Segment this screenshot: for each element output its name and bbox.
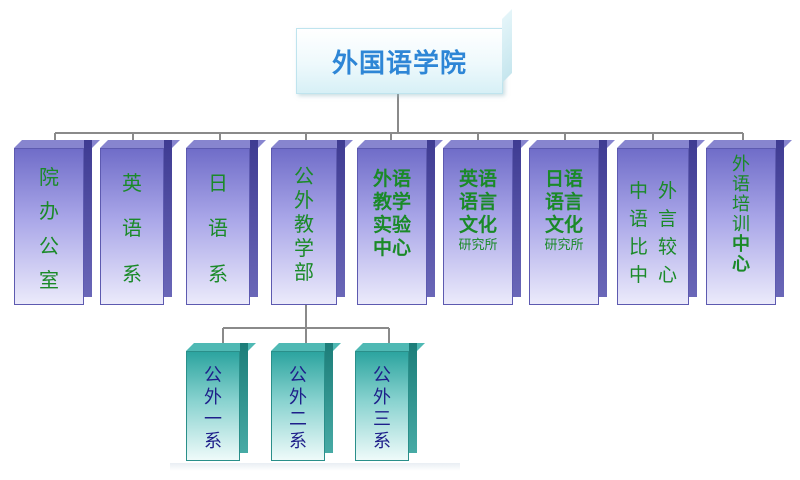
shadow-floor <box>170 463 460 471</box>
root-label: 外国语学院 <box>331 48 467 79</box>
dept-text: 教学 <box>372 191 411 213</box>
dept-text: 文化 <box>458 214 497 236</box>
dept-text: 外语 <box>372 168 411 190</box>
dept-text: 研究所 <box>544 238 584 253</box>
dept-text: 语言 <box>458 191 497 213</box>
dept-text: 英 <box>122 170 142 195</box>
dept-text: 中 <box>628 264 648 286</box>
sub-dept-text: 一 <box>204 409 222 430</box>
dept-text: 院 <box>39 165 59 190</box>
dept-text: 心 <box>732 254 750 275</box>
dept-text: 中 <box>732 234 750 255</box>
dept-comparative-center: 中 语 比 中 外 言 较 心 <box>617 140 697 305</box>
dept-text: 外 <box>294 188 314 212</box>
dept-text: 语 <box>628 208 648 230</box>
dept-text: 中心 <box>372 237 411 259</box>
dept-text: 中 <box>628 180 648 202</box>
sub-dept-text: 外 <box>204 387 222 408</box>
dept-training-center: 外 语 培 训 中 心 <box>706 140 784 305</box>
dept-text: 公 <box>294 164 314 188</box>
dept-text: 研究所 <box>458 238 498 253</box>
dept-text: 较 <box>658 236 678 258</box>
sub-dept-text: 系 <box>289 431 307 452</box>
dept-text: 学 <box>294 236 314 260</box>
sub-dept-text: 公 <box>204 365 222 386</box>
dept-office: 院 办 公 室 <box>14 140 92 305</box>
dept-text: 室 <box>39 267 59 292</box>
dept-japanese-culture-institute: 日语 语言 文化 研究所 <box>529 140 607 305</box>
dept-text: 部 <box>294 260 314 284</box>
sub-dept-text: 系 <box>373 431 391 452</box>
dept-text: 培 <box>732 194 750 215</box>
dept-text: 公 <box>39 233 59 258</box>
sub-dept-text: 公 <box>373 365 391 386</box>
sub-dept-public-foreign-2: 公 外 二 系 <box>271 343 333 461</box>
dept-text: 比 <box>628 236 648 258</box>
dept-japanese: 日 语 系 <box>186 140 258 305</box>
sub-dept-public-foreign-1: 公 外 一 系 <box>186 343 248 461</box>
sub-dept-text: 三 <box>373 409 391 430</box>
dept-english: 英 语 系 <box>100 140 172 305</box>
sub-dept-public-foreign-3: 公 外 三 系 <box>355 343 417 461</box>
sub-dept-text: 二 <box>289 409 307 430</box>
dept-text: 言 <box>658 208 678 230</box>
dept-text: 语 <box>208 216 228 241</box>
dept-text: 实验 <box>372 214 411 236</box>
dept-text: 心 <box>658 264 678 286</box>
dept-text: 文化 <box>544 214 583 236</box>
root-node-school: 外国语学院 <box>296 28 503 94</box>
col-right: 外 言 较 心 <box>658 176 677 287</box>
sub-dept-text: 公 <box>289 365 307 386</box>
dept-text: 日 <box>208 170 228 195</box>
sub-dept-text: 外 <box>373 387 391 408</box>
dept-public-foreign: 公 外 教 学 部 <box>271 140 345 305</box>
dept-text: 语 <box>122 216 142 241</box>
dept-english-culture-institute: 英语 语言 文化 研究所 <box>443 140 521 305</box>
dept-text: 日语 <box>544 168 583 190</box>
dept-text: 训 <box>732 214 750 235</box>
sub-dept-text: 外 <box>289 387 307 408</box>
dept-text: 办 <box>39 199 59 224</box>
dept-lab-center: 外语 教学 实验 中心 <box>357 140 435 305</box>
dept-text: 语言 <box>544 191 583 213</box>
dept-text: 外 <box>732 154 750 175</box>
dept-text: 语 <box>732 174 750 195</box>
dept-text: 教 <box>294 212 314 236</box>
dept-text: 系 <box>122 262 142 287</box>
col-left: 中 语 比 中 <box>629 176 648 287</box>
dept-text: 系 <box>208 262 228 287</box>
dept-text: 外 <box>658 180 678 202</box>
dept-text: 英语 <box>458 168 497 190</box>
sub-dept-text: 系 <box>204 431 222 452</box>
